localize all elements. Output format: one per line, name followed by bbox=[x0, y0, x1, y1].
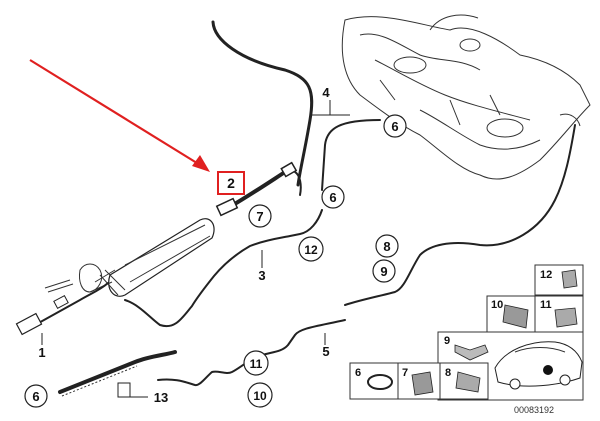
fuel-tank bbox=[341, 14, 591, 180]
fuel-filter bbox=[79, 218, 215, 297]
callout-text: 12 bbox=[304, 243, 318, 257]
label-3: 3 bbox=[258, 268, 265, 283]
callout-6-low: 6 bbox=[24, 384, 48, 408]
part-2-hose bbox=[215, 161, 302, 217]
callout-12: 12 bbox=[298, 236, 324, 262]
grid-label-7: 7 bbox=[402, 367, 408, 379]
callout-8: 8 bbox=[375, 234, 399, 258]
callout-text: 9 bbox=[380, 264, 387, 279]
highlight-label: 2 bbox=[227, 175, 235, 191]
callout-text: 8 bbox=[383, 239, 390, 254]
diagram-number: 00083192 bbox=[514, 405, 554, 415]
grid-label-12: 12 bbox=[540, 269, 552, 281]
callout-text: 6 bbox=[32, 389, 39, 404]
label-5: 5 bbox=[322, 344, 329, 359]
callout-11: 11 bbox=[243, 350, 269, 376]
callout-text: 6 bbox=[329, 190, 336, 205]
callout-text: 10 bbox=[253, 389, 267, 403]
red-pointer-arrow bbox=[29, 59, 210, 172]
callout-9: 9 bbox=[372, 259, 396, 283]
callout-7: 7 bbox=[248, 204, 272, 228]
callout-10: 10 bbox=[247, 382, 273, 408]
callout-6-top: 6 bbox=[383, 114, 407, 138]
parts-grid: 12 10 11 9 6 7 8 bbox=[349, 264, 584, 401]
car-silhouette bbox=[494, 341, 583, 390]
label-1: 1 bbox=[38, 345, 45, 360]
grid-label-11: 11 bbox=[540, 299, 552, 311]
callout-6-mid: 6 bbox=[321, 185, 345, 209]
grid-label-8: 8 bbox=[445, 367, 451, 379]
label-4: 4 bbox=[322, 85, 330, 100]
callout-text: 7 bbox=[256, 209, 263, 224]
callout-text: 6 bbox=[391, 119, 398, 134]
grid-label-6: 6 bbox=[355, 367, 361, 379]
highlight-box-part-2: 2 bbox=[217, 171, 245, 195]
label-13: 13 bbox=[154, 390, 168, 405]
part-13-spiral-hose bbox=[58, 350, 177, 398]
grid-label-10: 10 bbox=[491, 299, 503, 311]
callout-text: 11 bbox=[250, 357, 263, 371]
grid-label-9: 9 bbox=[444, 335, 450, 347]
